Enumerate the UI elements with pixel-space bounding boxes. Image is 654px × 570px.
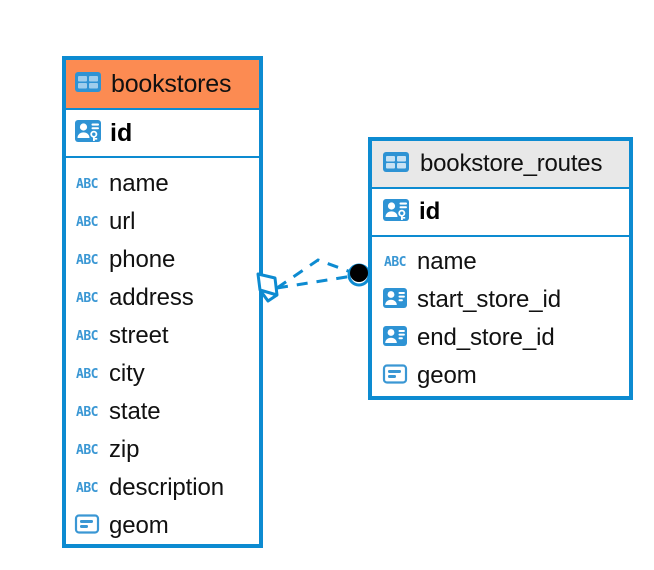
text-type-icon: ABC bbox=[76, 366, 98, 382]
field-label: street bbox=[109, 322, 169, 349]
text-type-icon: ABC bbox=[76, 404, 98, 420]
field-row-geom[interactable]: geom bbox=[372, 357, 629, 395]
entity-title: bookstores bbox=[111, 69, 232, 98]
field-label: state bbox=[109, 398, 161, 425]
field-row-city[interactable]: ABC city bbox=[66, 355, 259, 393]
field-row-end-store-id[interactable]: end_store_id bbox=[372, 319, 629, 357]
primary-key-label: id bbox=[110, 118, 133, 147]
text-type-icon: ABC bbox=[76, 328, 98, 344]
field-label: phone bbox=[109, 246, 176, 273]
field-label: city bbox=[109, 360, 145, 387]
text-type-icon: ABC bbox=[76, 480, 98, 496]
field-label: description bbox=[109, 474, 224, 501]
table-icon bbox=[382, 150, 410, 179]
field-row-geom[interactable]: geom bbox=[66, 507, 259, 545]
entity-title: bookstore_routes bbox=[420, 150, 603, 177]
field-row-name[interactable]: ABC name bbox=[66, 165, 259, 203]
field-row-state[interactable]: ABC state bbox=[66, 393, 259, 431]
relationship-connector[interactable] bbox=[255, 243, 380, 313]
field-label: zip bbox=[109, 436, 140, 463]
geometry-type-icon bbox=[74, 513, 100, 540]
field-list-bookstore-routes: ABC name start_store_id bbox=[372, 237, 629, 399]
field-list-bookstores: ABC name ABC url ABC phone ABC address A… bbox=[66, 158, 259, 549]
primary-key-label: id bbox=[419, 198, 441, 225]
text-type-icon: ABC bbox=[76, 176, 98, 192]
field-label: name bbox=[109, 170, 169, 197]
field-label: start_store_id bbox=[417, 286, 562, 313]
field-row-id[interactable]: id bbox=[66, 110, 259, 158]
table-icon bbox=[74, 70, 102, 99]
text-type-icon: ABC bbox=[76, 214, 98, 230]
text-type-icon: ABC bbox=[76, 290, 98, 306]
field-row-start-store-id[interactable]: start_store_id bbox=[372, 281, 629, 319]
many-dot-marker bbox=[347, 263, 371, 287]
entity-header-bookstores[interactable]: bookstores bbox=[66, 60, 259, 110]
entity-header-bookstore-routes[interactable]: bookstore_routes bbox=[372, 141, 629, 189]
entity-bookstores[interactable]: bookstores id ABC name bbox=[62, 56, 263, 548]
field-row-address[interactable]: ABC address bbox=[66, 279, 259, 317]
field-row-phone[interactable]: ABC phone bbox=[66, 241, 259, 279]
field-label: name bbox=[417, 248, 477, 275]
connector-line-lower bbox=[276, 273, 360, 290]
primary-key-icon bbox=[74, 118, 102, 149]
entity-bookstore-routes[interactable]: bookstore_routes id ABC name bbox=[368, 137, 633, 400]
one-diamond-marker bbox=[256, 272, 279, 303]
text-type-icon: ABC bbox=[76, 252, 98, 268]
field-row-id[interactable]: id bbox=[372, 189, 629, 237]
field-label: url bbox=[109, 208, 136, 235]
field-label: geom bbox=[417, 362, 477, 389]
field-row-zip[interactable]: ABC zip bbox=[66, 431, 259, 469]
field-row-description[interactable]: ABC description bbox=[66, 469, 259, 507]
text-type-icon: ABC bbox=[384, 254, 406, 270]
geometry-type-icon bbox=[382, 363, 408, 390]
field-row-street[interactable]: ABC street bbox=[66, 317, 259, 355]
primary-key-icon bbox=[382, 197, 410, 228]
connector-line-upper bbox=[276, 258, 360, 290]
foreign-key-icon bbox=[382, 324, 408, 353]
text-type-icon: ABC bbox=[76, 442, 98, 458]
field-row-url[interactable]: ABC url bbox=[66, 203, 259, 241]
field-row-name[interactable]: ABC name bbox=[372, 243, 629, 281]
field-label: end_store_id bbox=[417, 324, 555, 351]
field-label: address bbox=[109, 284, 194, 311]
field-label: geom bbox=[109, 512, 169, 539]
foreign-key-icon bbox=[382, 286, 408, 315]
